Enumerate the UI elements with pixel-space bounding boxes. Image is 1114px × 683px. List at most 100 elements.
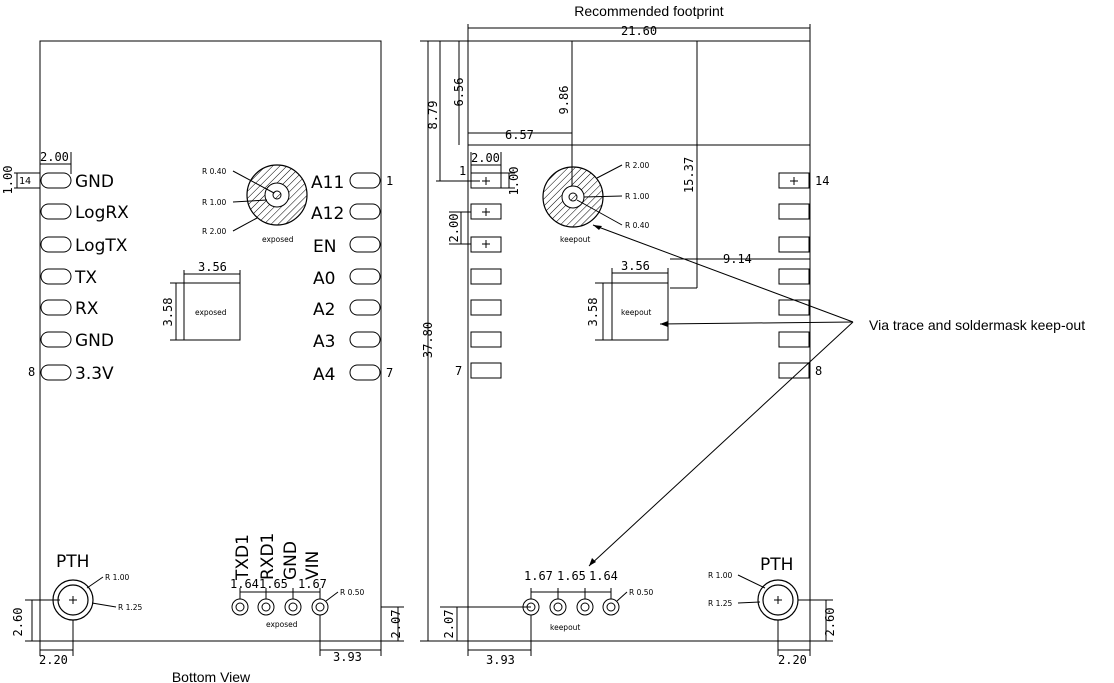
pin-label: A12 [311,204,344,224]
radius-label: R 1.00 [708,571,733,580]
exposed-label: exposed [195,308,227,317]
footprint-right-pads [778,172,810,379]
radius-label: R 1.25 [708,599,733,608]
keepout-label: keepout [560,235,590,244]
pad [349,203,381,220]
pad [349,236,381,253]
dim-label: 6.56 [452,78,466,107]
keepout-label: keepout [621,308,651,317]
pin-label: A3 [313,332,335,352]
pad [470,268,502,285]
pad [40,203,72,220]
pin-label: GND [75,331,114,351]
dim-label: 37.80 [421,322,435,358]
radius-label: R 0.50 [629,588,654,597]
pad [470,299,502,316]
radius-label: R 1.00 [202,198,227,207]
dim-label: 3.56 [621,259,650,273]
pad [778,236,810,253]
pad [778,172,810,189]
pin-label: A0 [313,269,335,289]
pad [349,299,381,316]
dim-label: 9.14 [723,252,752,266]
view-title: Recommended footprint [574,3,724,19]
dim-label: 9.86 [557,86,571,115]
radius-label: R 0.50 [340,588,365,597]
right-pads [349,172,381,381]
pad [778,299,810,316]
radius-label: R 1.00 [625,192,650,201]
dim-label: 8.79 [426,101,440,130]
pad [349,364,381,381]
right-pin-labels: A11 A12 EN A0 A2 A3 A4 [311,173,344,385]
view-title: Bottom View [172,669,251,683]
dim-label: 3.58 [586,298,600,327]
pad [778,203,810,220]
pin-label: TX [74,268,97,288]
dim-label: 1.65 [557,569,586,583]
antenna-hole: exposed R 0.40 R 1.00 R 2.00 [202,164,308,244]
pth-hole: PTH R 1.00 R 1.25 2.60 2.20 [11,552,143,667]
dim-label: 21.60 [621,24,657,38]
dim-label: 3.93 [486,653,515,667]
pin-label: A2 [313,300,335,320]
module-outline [467,40,811,642]
pin-label: RX [75,299,99,319]
dim-label: 1.64 [230,577,259,591]
pin-label: LogRX [75,203,129,223]
pin-label: GND [75,172,114,192]
dim-label: 2.20 [39,653,68,667]
left-pads [40,172,72,381]
footprint-bottom-pins: 1.67 1.65 1.64 R 0.50 keepout 2.07 3.93 [440,569,654,667]
pad [349,268,381,285]
dim-label: 2.60 [11,608,25,637]
radius-label: R 0.40 [202,167,227,176]
radius-label: R 0.40 [625,221,650,230]
pin-label: A4 [313,365,335,385]
pad [778,331,810,348]
radius-label: R 2.00 [202,227,227,236]
pad [40,172,72,189]
pad [40,299,72,316]
exposed-label: exposed [266,620,298,629]
pad [40,236,72,253]
dim-label: 2.20 [778,653,807,667]
dim-label: 2.00 [471,151,500,165]
dim-label: 1.64 [589,569,618,583]
pad [470,362,502,379]
footprint-left-pads [470,172,502,379]
dim-label: 14 [19,176,31,187]
dim-label: 2.00 [40,150,69,164]
pth-label: PTH [760,555,793,575]
pth-label: PTH [56,552,89,572]
pad [778,268,810,285]
bottom-pins: TXD1 RXD1 GND VIN 1.64 1.65 1.67 R 0.50 … [230,533,404,664]
pin-label: VIN [303,551,323,580]
dim-label: 1.67 [524,569,553,583]
dim-label: 6.57 [505,128,534,142]
keepout-leaders [588,224,854,567]
pth-hole: PTH R 1.00 R 1.25 2.60 2.20 [708,555,837,667]
pin-number: 14 [815,174,829,188]
pin-label: TXD1 [233,534,253,581]
pin-label: RXD1 [258,533,278,580]
module-outline [39,40,382,642]
dim-label: 2.07 [389,610,403,639]
pin-number: 7 [455,364,462,378]
radius-label: R 2.00 [625,161,650,170]
dim-label: 1.00 [1,166,15,195]
recommended-footprint: Recommended footprint 21.60 37.80 8.79 6… [420,3,1085,667]
exposed-square: exposed 3.56 3.58 [161,260,241,341]
exposed-label: exposed [262,235,294,244]
keepout-label: keepout [550,623,580,632]
dim-label: 3.58 [161,298,175,327]
pin-label: A11 [311,173,344,193]
pad [40,268,72,285]
dim-label: 3.93 [333,650,362,664]
pin-number: 1 [459,164,466,178]
dim-label: 1.67 [298,577,327,591]
keepout-note: Via trace and soldermask keep-out [869,317,1085,333]
pad-dimension: 2.00 1.00 14 [1,150,72,195]
dim-label: 1.65 [259,577,288,591]
